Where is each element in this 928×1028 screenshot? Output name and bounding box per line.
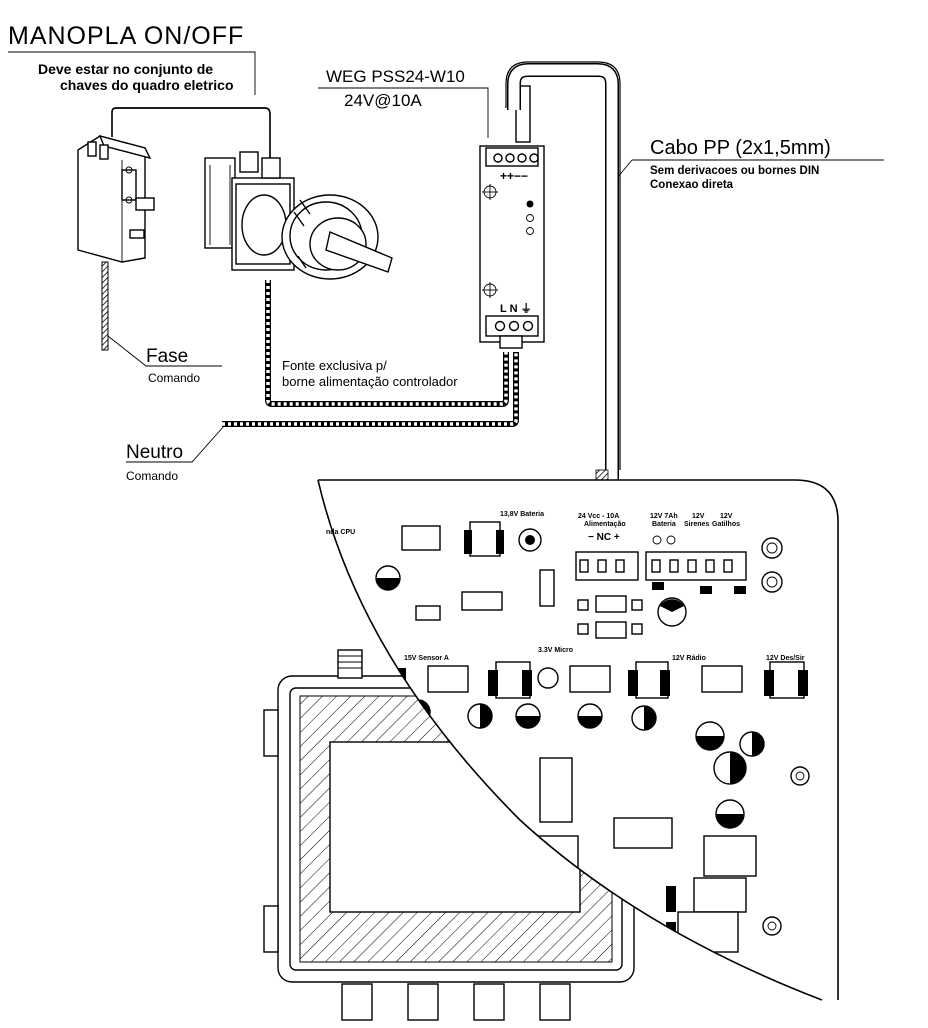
board-label-des12: 12V Des/Sir: [766, 655, 805, 662]
board-label-bat12-2: Bateria: [652, 521, 676, 528]
fase-wire: [101, 261, 109, 351]
fonte-note-line-2: borne alimentação controlador: [282, 374, 458, 389]
fase-label: Fase: [146, 346, 188, 367]
circuit-breaker-icon: [77, 107, 271, 263]
pcb-board: nda CPU 13,8V Bateria 24 Vcc - 10A Alime…: [317, 479, 839, 1001]
board-label-sir-1: 12V: [692, 513, 705, 520]
board-label-radio12: 12V Rádio: [672, 655, 706, 662]
cable-note-line-2: Conexao direta: [650, 179, 734, 191]
board-label-bat138: 13,8V Bateria: [500, 511, 544, 518]
fase-sub-label: Comando: [148, 371, 200, 385]
manopla-note-line-2: chaves do quadro eletrico: [60, 77, 234, 93]
board-label-pwr-signs: − NC +: [588, 532, 620, 543]
power-supply-icon: ++−− L N ⏚: [479, 85, 545, 349]
board-label-gat-2: Gatilhos: [712, 521, 740, 528]
board-label-pwr-2: Alimentação: [584, 521, 626, 528]
board-label-sensor15: 15V Sensor A: [404, 655, 449, 662]
psu-terminal-signs-top: ++−−: [500, 169, 528, 183]
neutro-label: Neutro: [126, 442, 183, 463]
psu-rating-label: 24V@10A: [344, 91, 422, 110]
manopla-title: MANOPLA ON/OFF: [8, 22, 244, 50]
board-label-cpu: nda CPU: [326, 529, 355, 536]
board-label-bat12-1: 12V 7Ah: [650, 513, 678, 520]
selector-switch-icon: [204, 151, 393, 280]
board-label-sir-2: Sirenes: [684, 521, 709, 528]
board-label-gat-1: 12V: [720, 513, 733, 520]
cable-note-line-1: Sem derivacoes ou bornes DIN: [650, 165, 819, 177]
manopla-note-line-1: Deve estar no conjunto de: [38, 61, 213, 77]
cable-title: Cabo PP (2x1,5mm): [650, 137, 831, 159]
board-label-pwr-1: 24 Vcc - 10A: [578, 513, 619, 520]
psu-terminal-signs-bottom: L N ⏚: [500, 302, 532, 315]
neutro-sub-label: Comando: [126, 469, 178, 483]
psu-model-label: WEG PSS24-W10: [326, 67, 465, 86]
fonte-note-line-1: Fonte exclusiva p/: [282, 358, 387, 373]
board-label-micro33: 3.3V Micro: [538, 647, 573, 654]
